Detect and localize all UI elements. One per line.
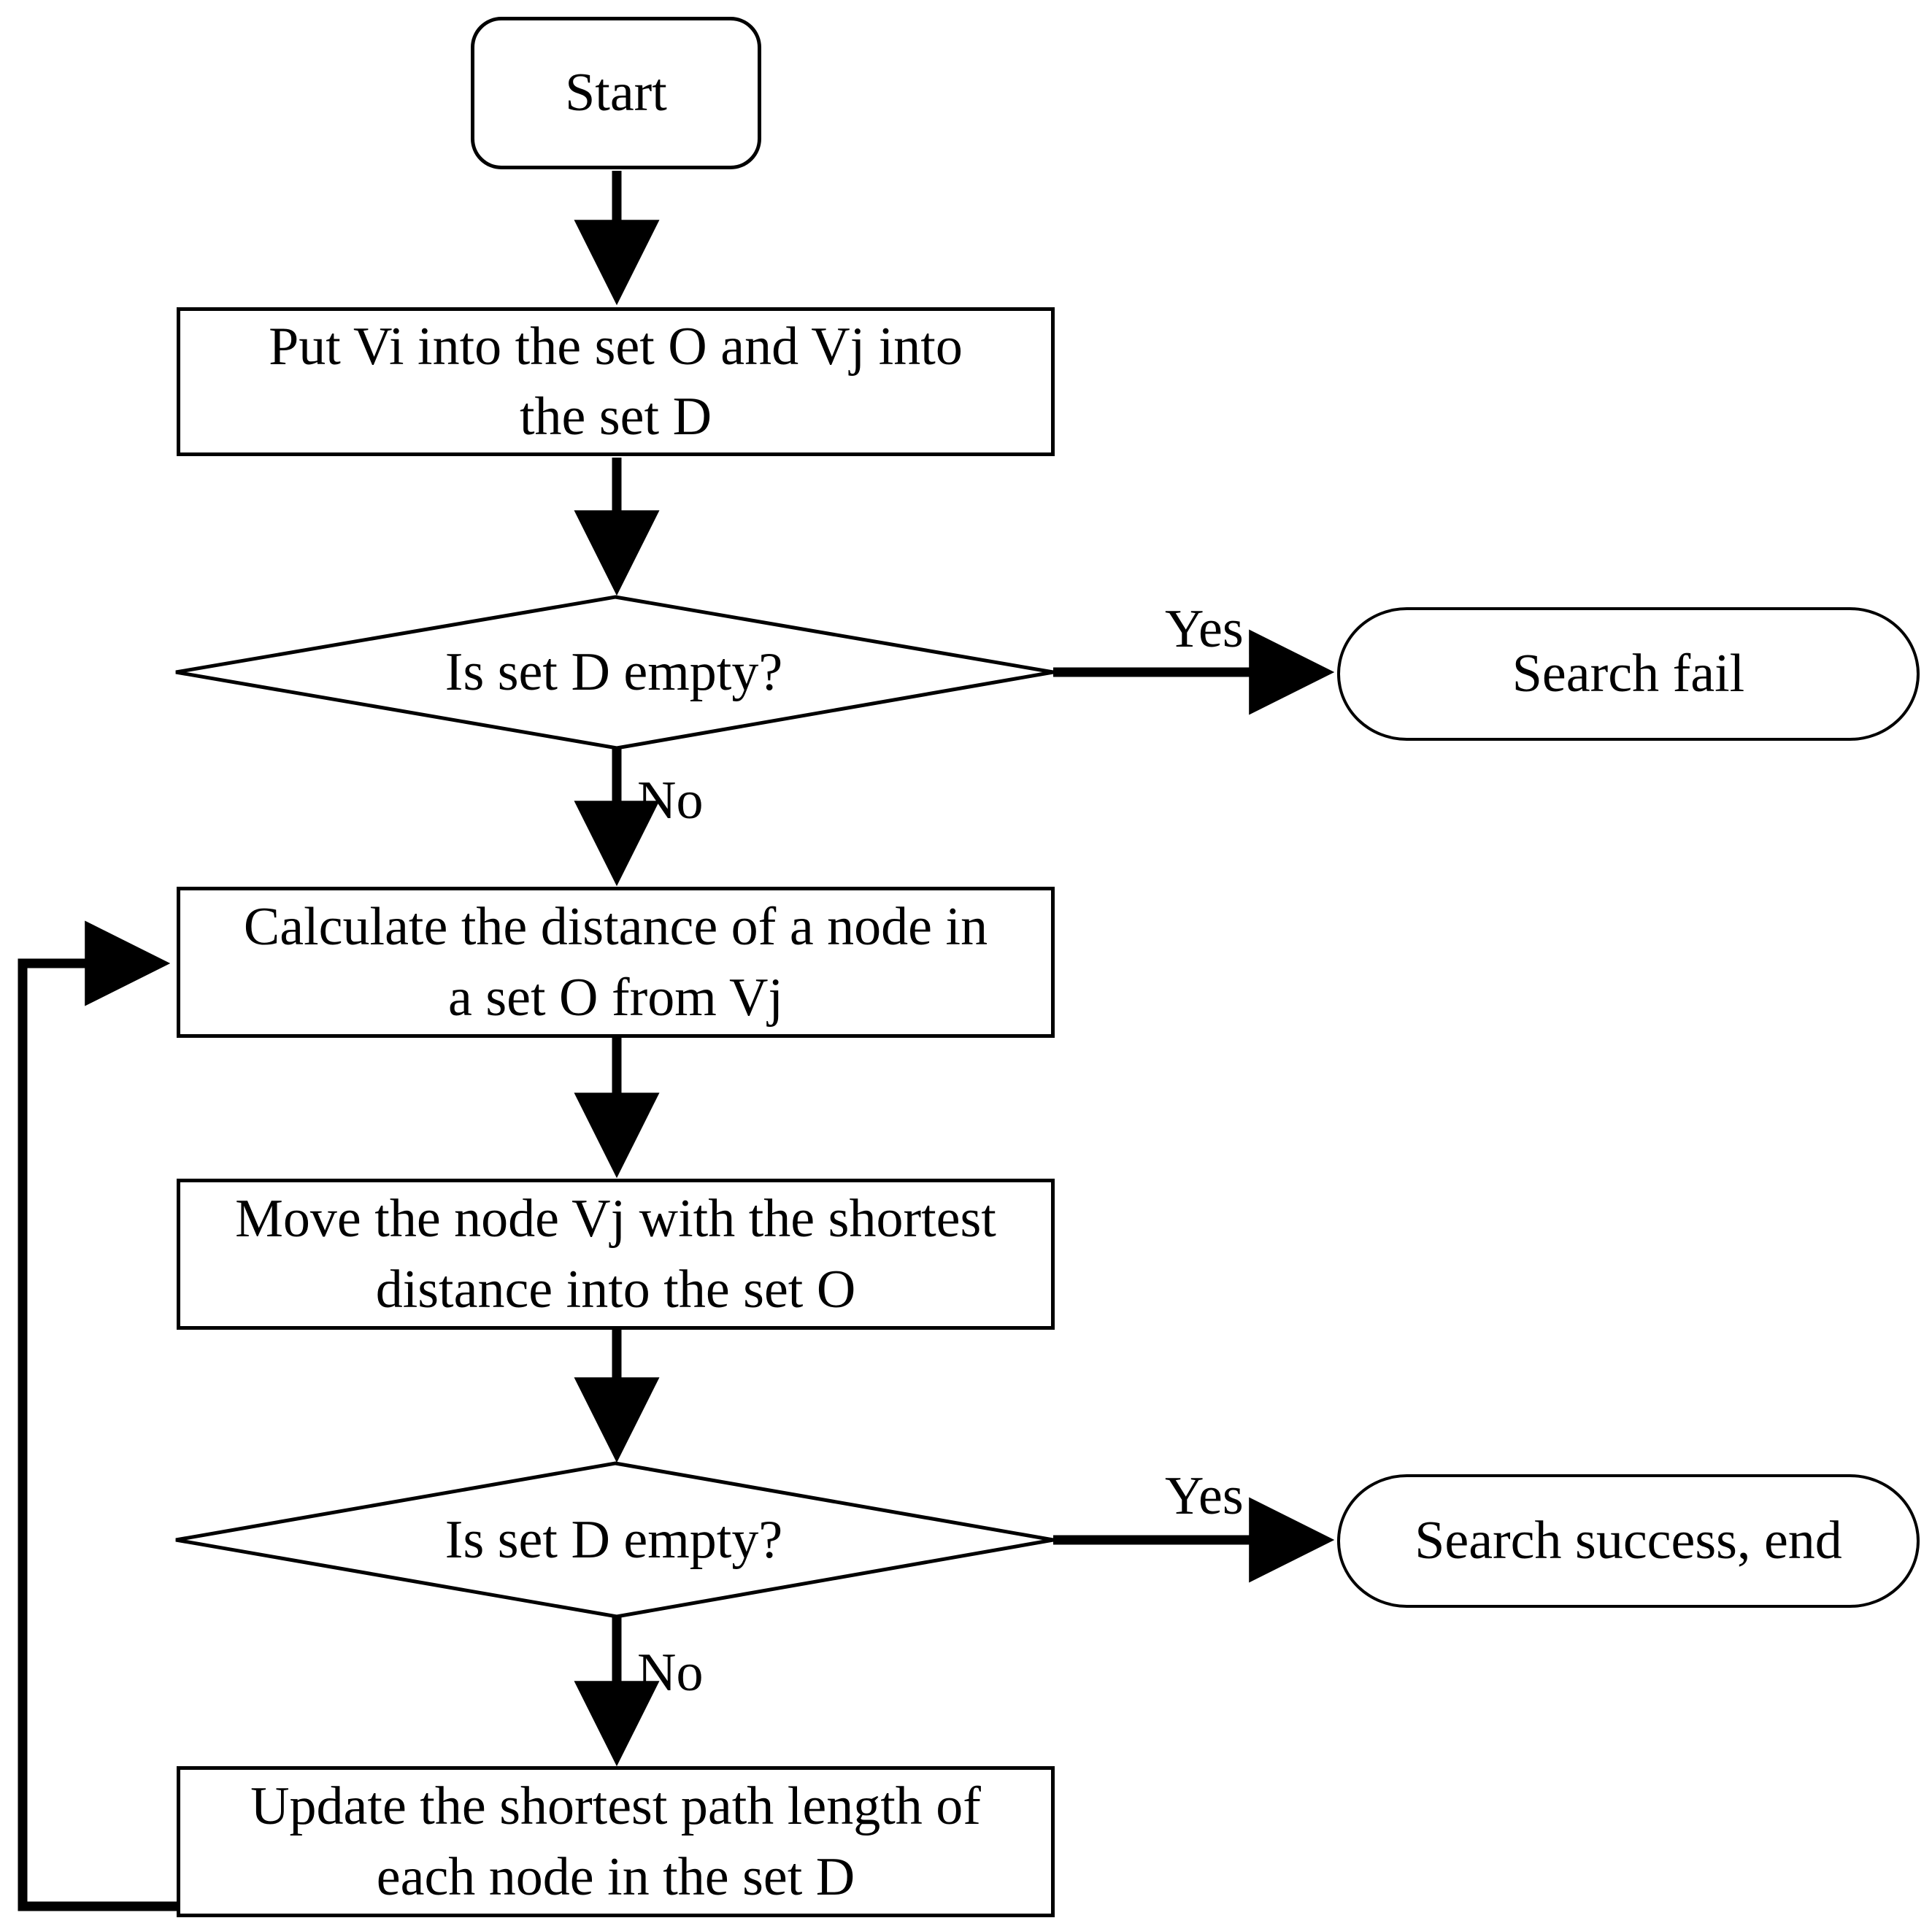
node-search-success[interactable]: Search success, end: [1337, 1474, 1920, 1608]
edge-label-yes-bottom: Yes: [1165, 1466, 1244, 1526]
node-calculate-label: Calculate the distance of a node in a se…: [243, 897, 988, 1028]
node-init-label: Put Vi into the set O and Vj into the se…: [269, 316, 963, 447]
node-update-label: Update the shortest path length of each …: [250, 1776, 981, 1907]
node-search-success-label: Search success, end: [1415, 1511, 1842, 1571]
edge-label-yes-top: Yes: [1165, 599, 1244, 659]
node-search-fail-label: Search fail: [1512, 644, 1745, 704]
node-start[interactable]: Start: [471, 17, 761, 169]
node-search-fail[interactable]: Search fail: [1337, 607, 1920, 741]
node-init[interactable]: Put Vi into the set O and Vj into the se…: [177, 307, 1055, 456]
edge-label-no-bottom: No: [637, 1643, 704, 1703]
node-update[interactable]: Update the shortest path length of each …: [177, 1766, 1055, 1917]
node-calculate[interactable]: Calculate the distance of a node in a se…: [177, 887, 1055, 1038]
node-start-label: Start: [565, 63, 667, 123]
decision1-diamond: [175, 595, 1054, 750]
decision2-diamond: [175, 1461, 1054, 1619]
edge-update-to-calculate-loop: [18, 920, 177, 1911]
edge-label-no-top: No: [637, 771, 704, 831]
node-move[interactable]: Move the node Vj with the shortest dista…: [177, 1179, 1055, 1330]
node-move-label: Move the node Vj with the shortest dista…: [235, 1189, 996, 1320]
